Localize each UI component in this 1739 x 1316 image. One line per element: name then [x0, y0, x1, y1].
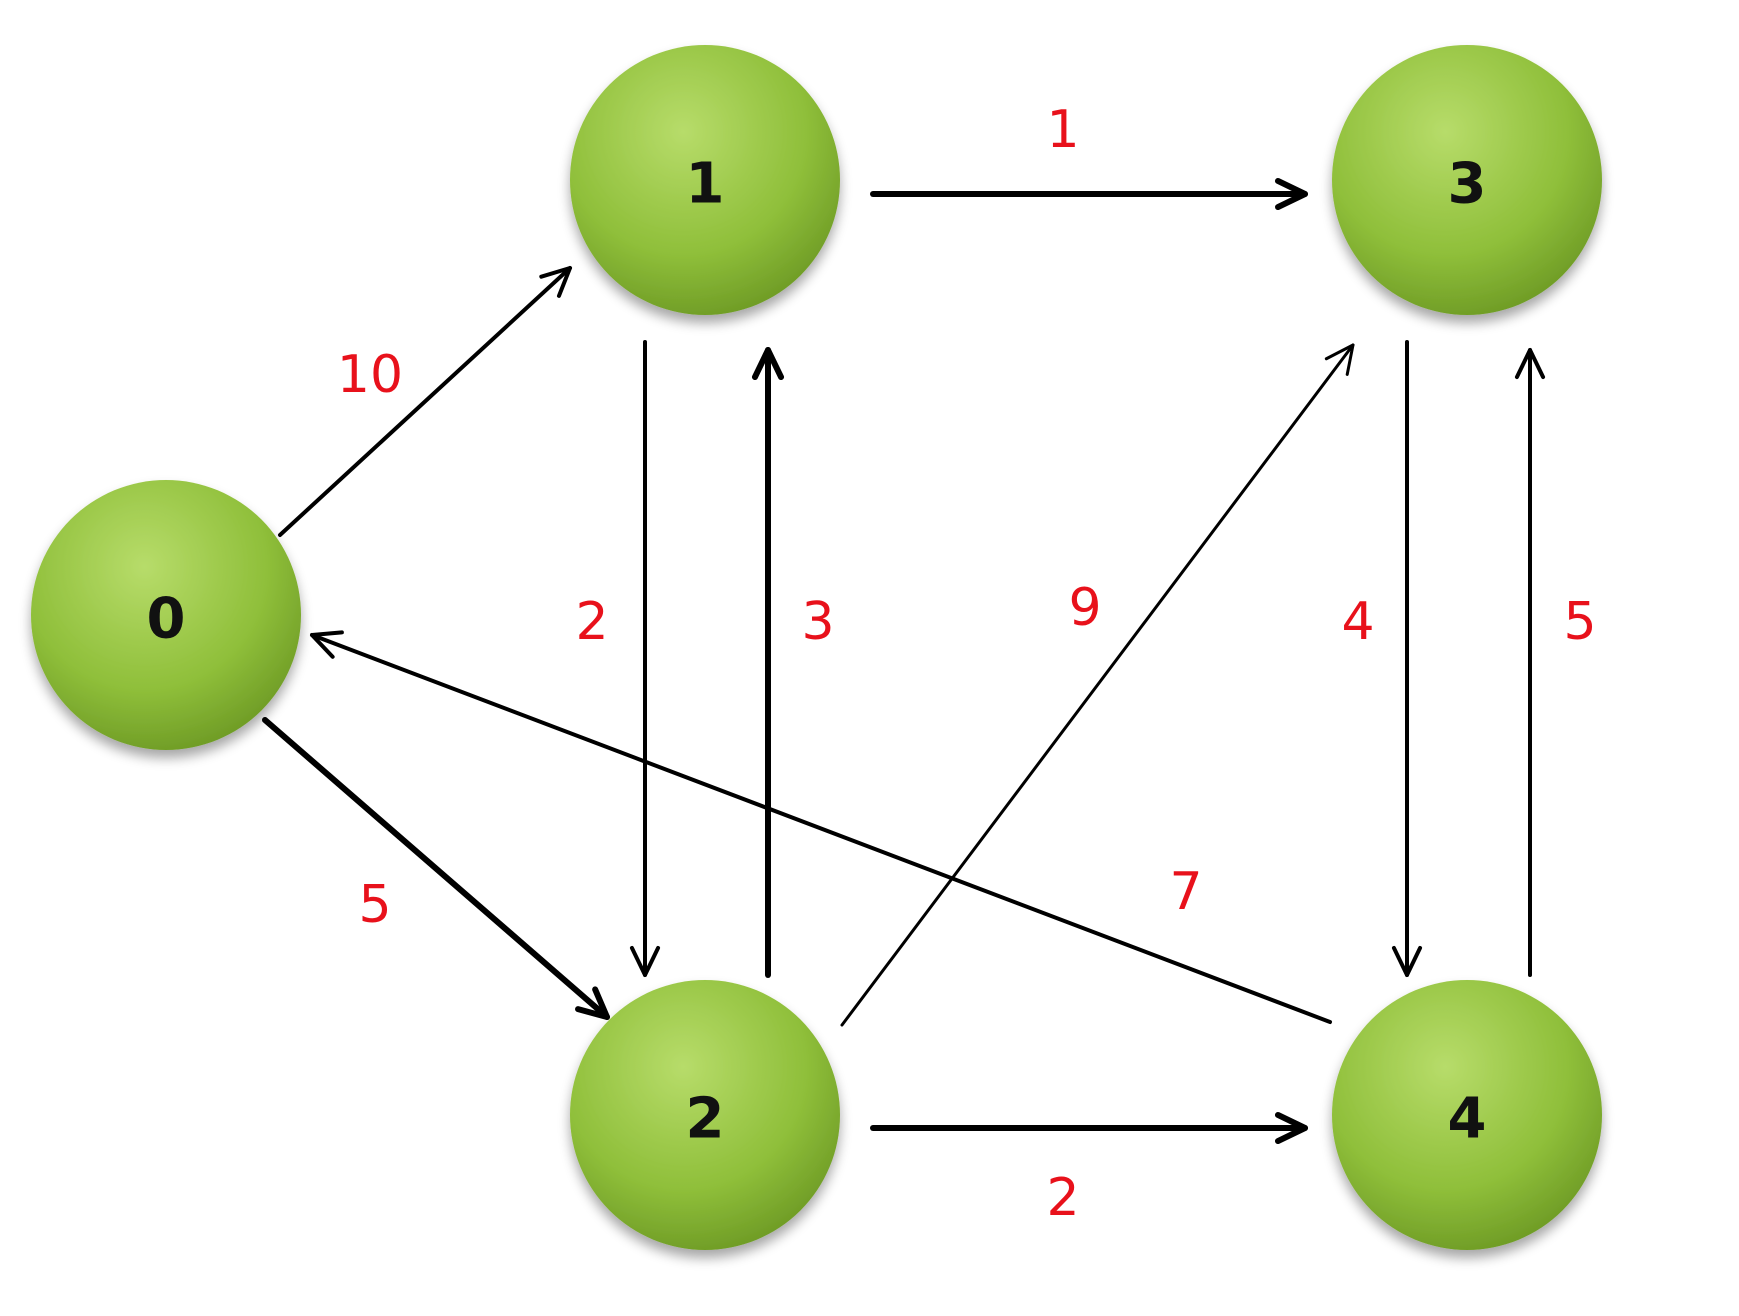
node-0: 0 — [31, 480, 301, 750]
node-circle — [570, 45, 840, 315]
arrowhead-icon — [629, 945, 661, 977]
edge-1-to-3 — [870, 177, 1308, 211]
arrowhead-icon — [539, 266, 572, 298]
edge-weight-0-to-2: 5 — [358, 875, 391, 935]
arrowhead-icon — [1274, 177, 1308, 211]
edge-weight-2-to-4: 2 — [1046, 1168, 1079, 1228]
node-circle — [570, 980, 840, 1250]
node-label: 3 — [1448, 152, 1487, 217]
edge-weight-2-to-3: 9 — [1068, 578, 1101, 638]
edge-weight-1-to-3: 1 — [1046, 100, 1079, 160]
edge-2-to-4 — [870, 1111, 1308, 1145]
arrowhead-icon — [1324, 343, 1355, 376]
node-4: 4 — [1332, 980, 1602, 1250]
node-2: 2 — [570, 980, 840, 1250]
edge-weight-4-to-0: 7 — [1169, 862, 1202, 922]
edge-1-to-2 — [629, 340, 661, 977]
edge-2-to-3 — [840, 343, 1355, 1027]
edge-4-to-3 — [1514, 348, 1546, 977]
edge-line — [262, 717, 610, 1020]
edge-weight-4-to-3: 5 — [1563, 592, 1596, 652]
arrowhead-icon — [751, 347, 785, 381]
edge-weight-0-to-1: 10 — [337, 345, 403, 405]
node-label: 4 — [1448, 1087, 1487, 1152]
edge-weight-3-to-4: 4 — [1341, 592, 1374, 652]
node-label: 1 — [686, 152, 725, 217]
node-1: 1 — [570, 45, 840, 315]
edge-weight-2-to-1: 3 — [801, 592, 834, 652]
arrowhead-icon — [1391, 945, 1423, 977]
nodes-layer: 0 1 2 3 4 — [31, 45, 1602, 1250]
node-circle — [1332, 980, 1602, 1250]
node-circle — [1332, 45, 1602, 315]
node-label: 2 — [686, 1087, 725, 1152]
edge-0-to-2 — [262, 717, 610, 1020]
edge-line — [840, 343, 1355, 1027]
edge-3-to-4 — [1391, 340, 1423, 977]
edge-0-to-1 — [278, 266, 572, 537]
edge-line — [278, 266, 572, 537]
edge-line — [310, 633, 1332, 1024]
edge-2-to-1 — [751, 347, 785, 978]
node-label: 0 — [147, 587, 186, 652]
weights-layer: 10 5 2 3 1 9 2 4 5 7 — [337, 100, 1597, 1228]
node-circle — [31, 480, 301, 750]
edges-layer — [262, 177, 1546, 1145]
node-3: 3 — [1332, 45, 1602, 315]
edge-weight-1-to-2: 2 — [575, 592, 608, 652]
arrowhead-icon — [310, 630, 344, 659]
arrowhead-icon — [1514, 348, 1546, 380]
arrowhead-icon — [1274, 1111, 1308, 1145]
edge-4-to-0 — [310, 630, 1332, 1024]
arrowhead-icon — [575, 986, 610, 1020]
